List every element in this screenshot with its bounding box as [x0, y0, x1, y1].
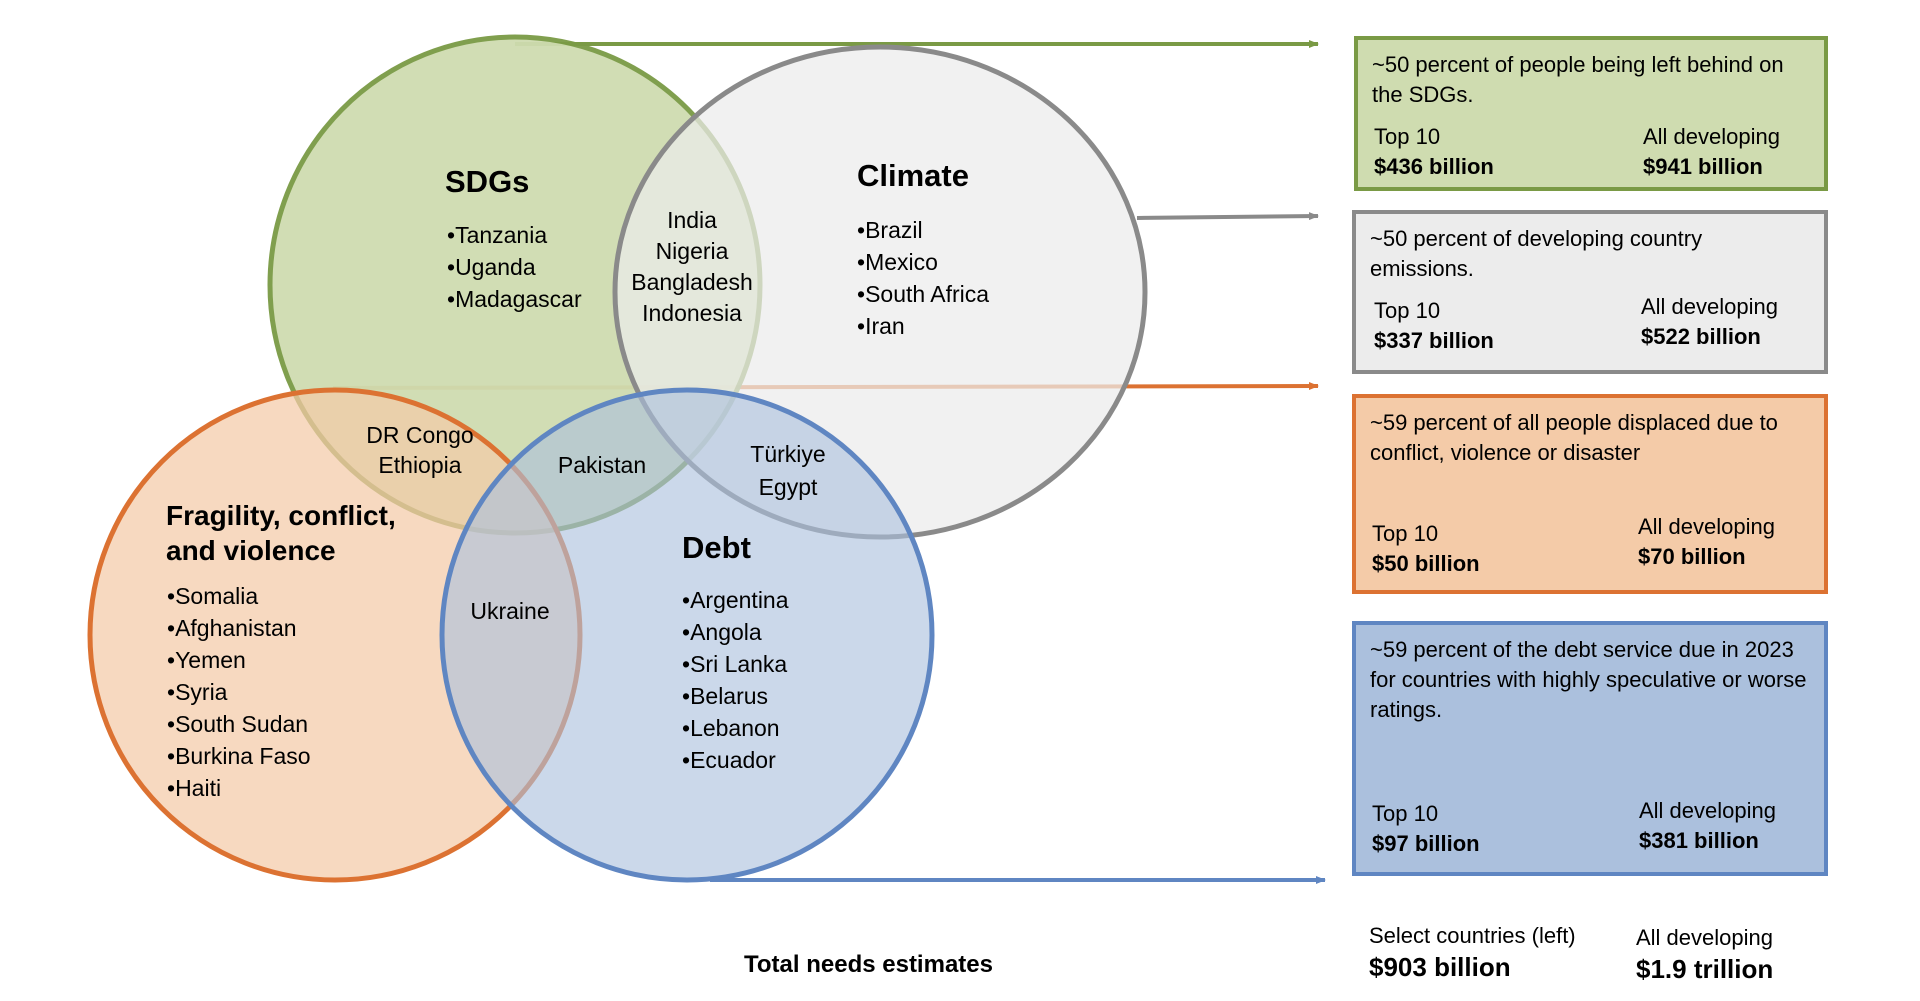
list-item: Uganda	[447, 251, 582, 283]
list-item: Yemen	[167, 644, 311, 676]
fcv-info-box: ~59 percent of all people displaced due …	[1352, 394, 1828, 594]
list-item: Iran	[857, 310, 989, 342]
climate-info-box: ~50 percent of developing country emissi…	[1352, 210, 1828, 374]
list-item: Indonesia	[642, 300, 742, 326]
fcv-country-list: Somalia Afghanistan Yemen Syria South Su…	[167, 580, 311, 804]
list-item: Bangladesh	[631, 269, 753, 295]
climate-title: Climate	[857, 158, 969, 193]
total-all-developing: All developing$1.9 trillion	[1636, 925, 1774, 984]
sdgs-info-box: ~50 percent of people being left behind …	[1354, 36, 1828, 191]
list-item: Sri Lanka	[682, 648, 789, 680]
fcv-all-developing: All developing$70 billion	[1638, 514, 1775, 569]
list-item: Tanzania	[447, 219, 582, 251]
debt-info-box: ~59 percent of the debt service due in 2…	[1352, 621, 1828, 876]
list-item: Ecuador	[682, 744, 789, 776]
list-item: Somalia	[167, 580, 311, 612]
climate-all-developing: All developing$522 billion	[1641, 294, 1778, 349]
debt-country-list: Argentina Angola Sri Lanka Belarus Leban…	[682, 584, 789, 776]
list-item: Burkina Faso	[167, 740, 311, 772]
list-item: Afghanistan	[167, 612, 311, 644]
total-needs-caption: Total needs estimates	[744, 951, 993, 978]
sdgs-climate-debt-overlap: Pakistan	[557, 452, 647, 478]
list-item: Egypt	[758, 474, 818, 500]
list-item: Nigeria	[655, 238, 729, 264]
list-item: Haiti	[167, 772, 311, 804]
list-item: South Africa	[857, 278, 989, 310]
debt-box-description: ~59 percent of the debt service due in 2…	[1370, 637, 1807, 722]
list-item: India	[667, 207, 717, 233]
fcv-box-description: ~59 percent of all people displaced due …	[1370, 410, 1778, 465]
list-item: Lebanon	[682, 712, 789, 744]
list-item: Argentina	[682, 584, 788, 616]
list-item: DR Congo	[366, 422, 474, 448]
debt-title: Debt	[682, 530, 751, 565]
climate-country-list: Brazil Mexico South Africa Iran	[857, 214, 989, 342]
climate-arrow	[1136, 212, 1319, 221]
fcv-top10: Top 10$50 billion	[1372, 521, 1480, 576]
fcv-title: Fragility, conflict, and violence	[166, 500, 396, 566]
sdgs-all-developing: All developing$941 billion	[1643, 124, 1780, 179]
sdgs-country-list: Tanzania Uganda Madagascar	[447, 219, 582, 315]
sdgs-climate-overlap: India Nigeria Bangladesh Indonesia	[631, 205, 753, 329]
debt-all-developing: All developing$381 billion	[1639, 798, 1776, 853]
list-item: Ethiopia	[378, 452, 462, 478]
sdgs-box-description: ~50 percent of people being left behind …	[1372, 52, 1784, 107]
list-item: Türkiye	[750, 441, 826, 467]
sdgs-title: SDGs	[445, 164, 530, 199]
fcv-debt-overlap: Ukraine	[470, 598, 550, 624]
climate-box-description: ~50 percent of developing country emissi…	[1370, 226, 1703, 281]
climate-top10: Top 10$337 billion	[1374, 298, 1494, 353]
list-item: Brazil	[857, 214, 989, 246]
list-item: South Sudan	[167, 708, 311, 740]
debt-top10: Top 10$97 billion	[1372, 801, 1480, 856]
sdgs-top10: Top 10$436 billion	[1374, 124, 1494, 179]
total-select-countries: Select countries (left)$903 billion	[1369, 923, 1576, 982]
climate-debt-overlap: Türkiye Egypt	[750, 438, 825, 504]
list-item: Syria	[167, 676, 311, 708]
list-item: Belarus	[682, 680, 789, 712]
sdgs-fcv-overlap: DR Congo Ethiopia	[366, 420, 473, 480]
list-item: Angola	[682, 616, 789, 648]
list-item: Madagascar	[447, 283, 582, 315]
list-item: Mexico	[857, 246, 989, 278]
